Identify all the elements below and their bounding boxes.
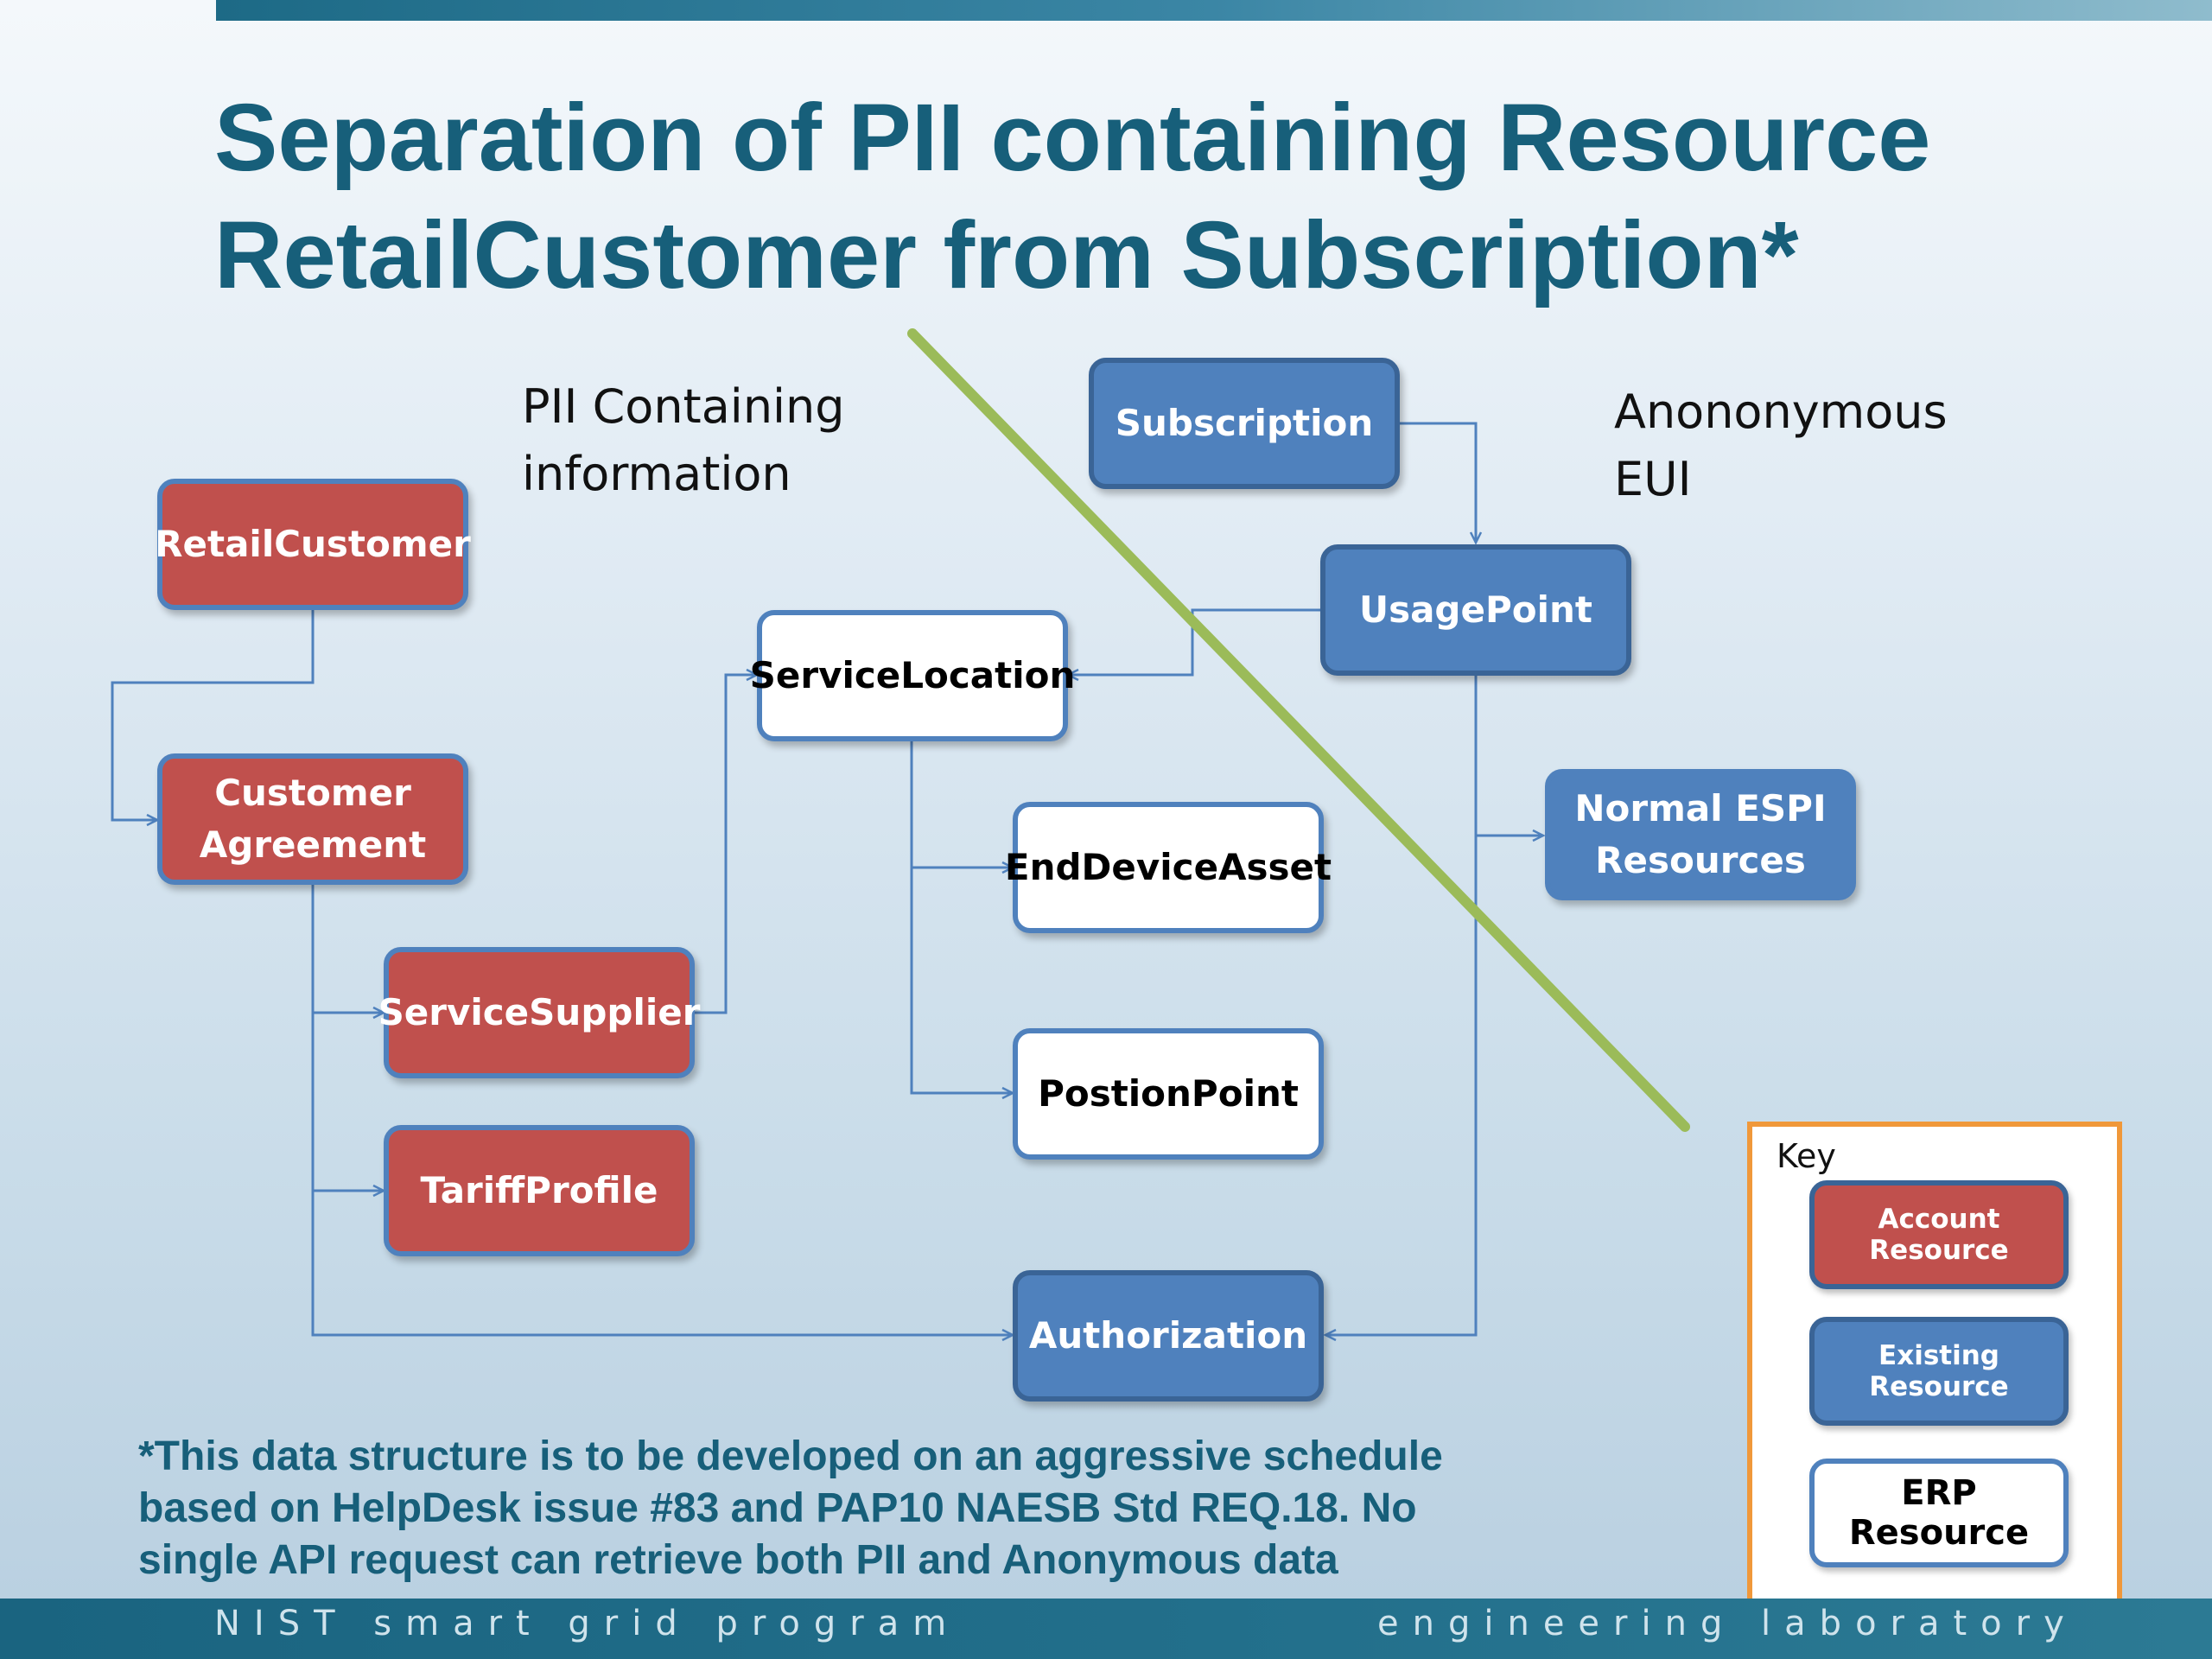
- connector-servicelocation-to-positionpoint: [910, 868, 1013, 1093]
- pii-divider-line: [907, 328, 1690, 1132]
- anon-label-line-2: EUI: [1614, 452, 1692, 506]
- node-servicelocation: ServiceLocation: [750, 610, 1075, 741]
- node-servicesupplier-label: ServiceSupplier: [378, 991, 701, 1033]
- node-retailcustomer-label: RetailCustomer: [155, 523, 471, 565]
- top-accent-bar: [216, 0, 2212, 21]
- title-line-2: RetailCustomer from Subscription*: [214, 202, 1799, 308]
- pii-label-line-1: PII Containing: [522, 379, 845, 434]
- pii-label-line-2: information: [522, 447, 791, 501]
- node-enddeviceasset: EndDeviceAsset: [1005, 802, 1332, 933]
- node-authorization-label: Authorization: [1028, 1314, 1308, 1357]
- node-enddeviceasset-label: EndDeviceAsset: [1004, 846, 1332, 888]
- anon-label-line-1: Anononymous: [1614, 385, 1948, 439]
- slide-title: Separation of PII containing Resource Re…: [214, 79, 2158, 315]
- connector-usagepoint-to-authorization: [1325, 674, 1478, 1335]
- node-normal-espi-resources: Normal ESPI Resources: [1545, 769, 1856, 900]
- node-positionpoint: PostionPoint: [1013, 1028, 1324, 1160]
- legend-existing-resource: Existing Resource: [1809, 1317, 2069, 1426]
- legend-title: Key: [1777, 1137, 1836, 1175]
- node-normal-espi-label-1: Normal ESPI: [1574, 787, 1827, 830]
- connector-servicelocation-to-enddeviceasset: [910, 739, 1013, 868]
- node-customer-agreement: Customer Agreement: [157, 753, 468, 885]
- connector-retailcustomer-to-agreement: [111, 610, 315, 820]
- connector-usagepoint-to-servicelocation: [1068, 608, 1320, 675]
- footer-left-text: NIST smart grid program: [214, 1604, 961, 1643]
- footnote-line-3: single API request can retrieve both PII…: [138, 1537, 1338, 1583]
- node-customer-agreement-label-1: Customer: [214, 772, 411, 814]
- node-normal-espi-label-2: Resources: [1595, 839, 1806, 881]
- connector-agreement-to-authorization: [311, 883, 1013, 1335]
- node-retailcustomer: RetailCustomer: [155, 479, 471, 610]
- legend-erp-resource: ERP Resource: [1809, 1459, 2069, 1567]
- footer-bar: [0, 1599, 2212, 1659]
- legend-key: Key Account Resource Existing Resource E…: [1747, 1122, 2122, 1607]
- node-authorization: Authorization: [1013, 1270, 1324, 1402]
- pii-region-label: PII Containing information: [522, 373, 845, 508]
- node-servicesupplier: ServiceSupplier: [378, 947, 700, 1078]
- node-subscription: Subscription: [1089, 358, 1400, 489]
- footnote-line-2: based on HelpDesk issue #83 and PAP10 NA…: [138, 1485, 1417, 1531]
- node-usagepoint: UsagePoint: [1320, 544, 1631, 676]
- node-customer-agreement-label-2: Agreement: [199, 823, 427, 866]
- legend-account-resource: Account Resource: [1809, 1180, 2069, 1289]
- footnote: *This data structure is to be developed …: [138, 1431, 1538, 1586]
- connector-subscription-to-usagepoint: [1398, 422, 1476, 543]
- node-tariffprofile-label: TariffProfile: [420, 1169, 658, 1211]
- node-usagepoint-label: UsagePoint: [1358, 588, 1592, 631]
- node-positionpoint-label: PostionPoint: [1038, 1072, 1299, 1115]
- anonymous-region-label: Anononymous EUI: [1614, 378, 1948, 513]
- node-tariffprofile: TariffProfile: [384, 1125, 695, 1256]
- connector-servicesupplier-to-servicelocation: [693, 675, 757, 1014]
- node-servicelocation-label: ServiceLocation: [749, 654, 1076, 696]
- node-subscription-label: Subscription: [1115, 402, 1374, 444]
- footnote-line-1: *This data structure is to be developed …: [138, 1433, 1443, 1479]
- title-line-1: Separation of PII containing Resource: [214, 85, 1931, 191]
- footer-right-text: engineering laboratory: [1377, 1604, 2078, 1643]
